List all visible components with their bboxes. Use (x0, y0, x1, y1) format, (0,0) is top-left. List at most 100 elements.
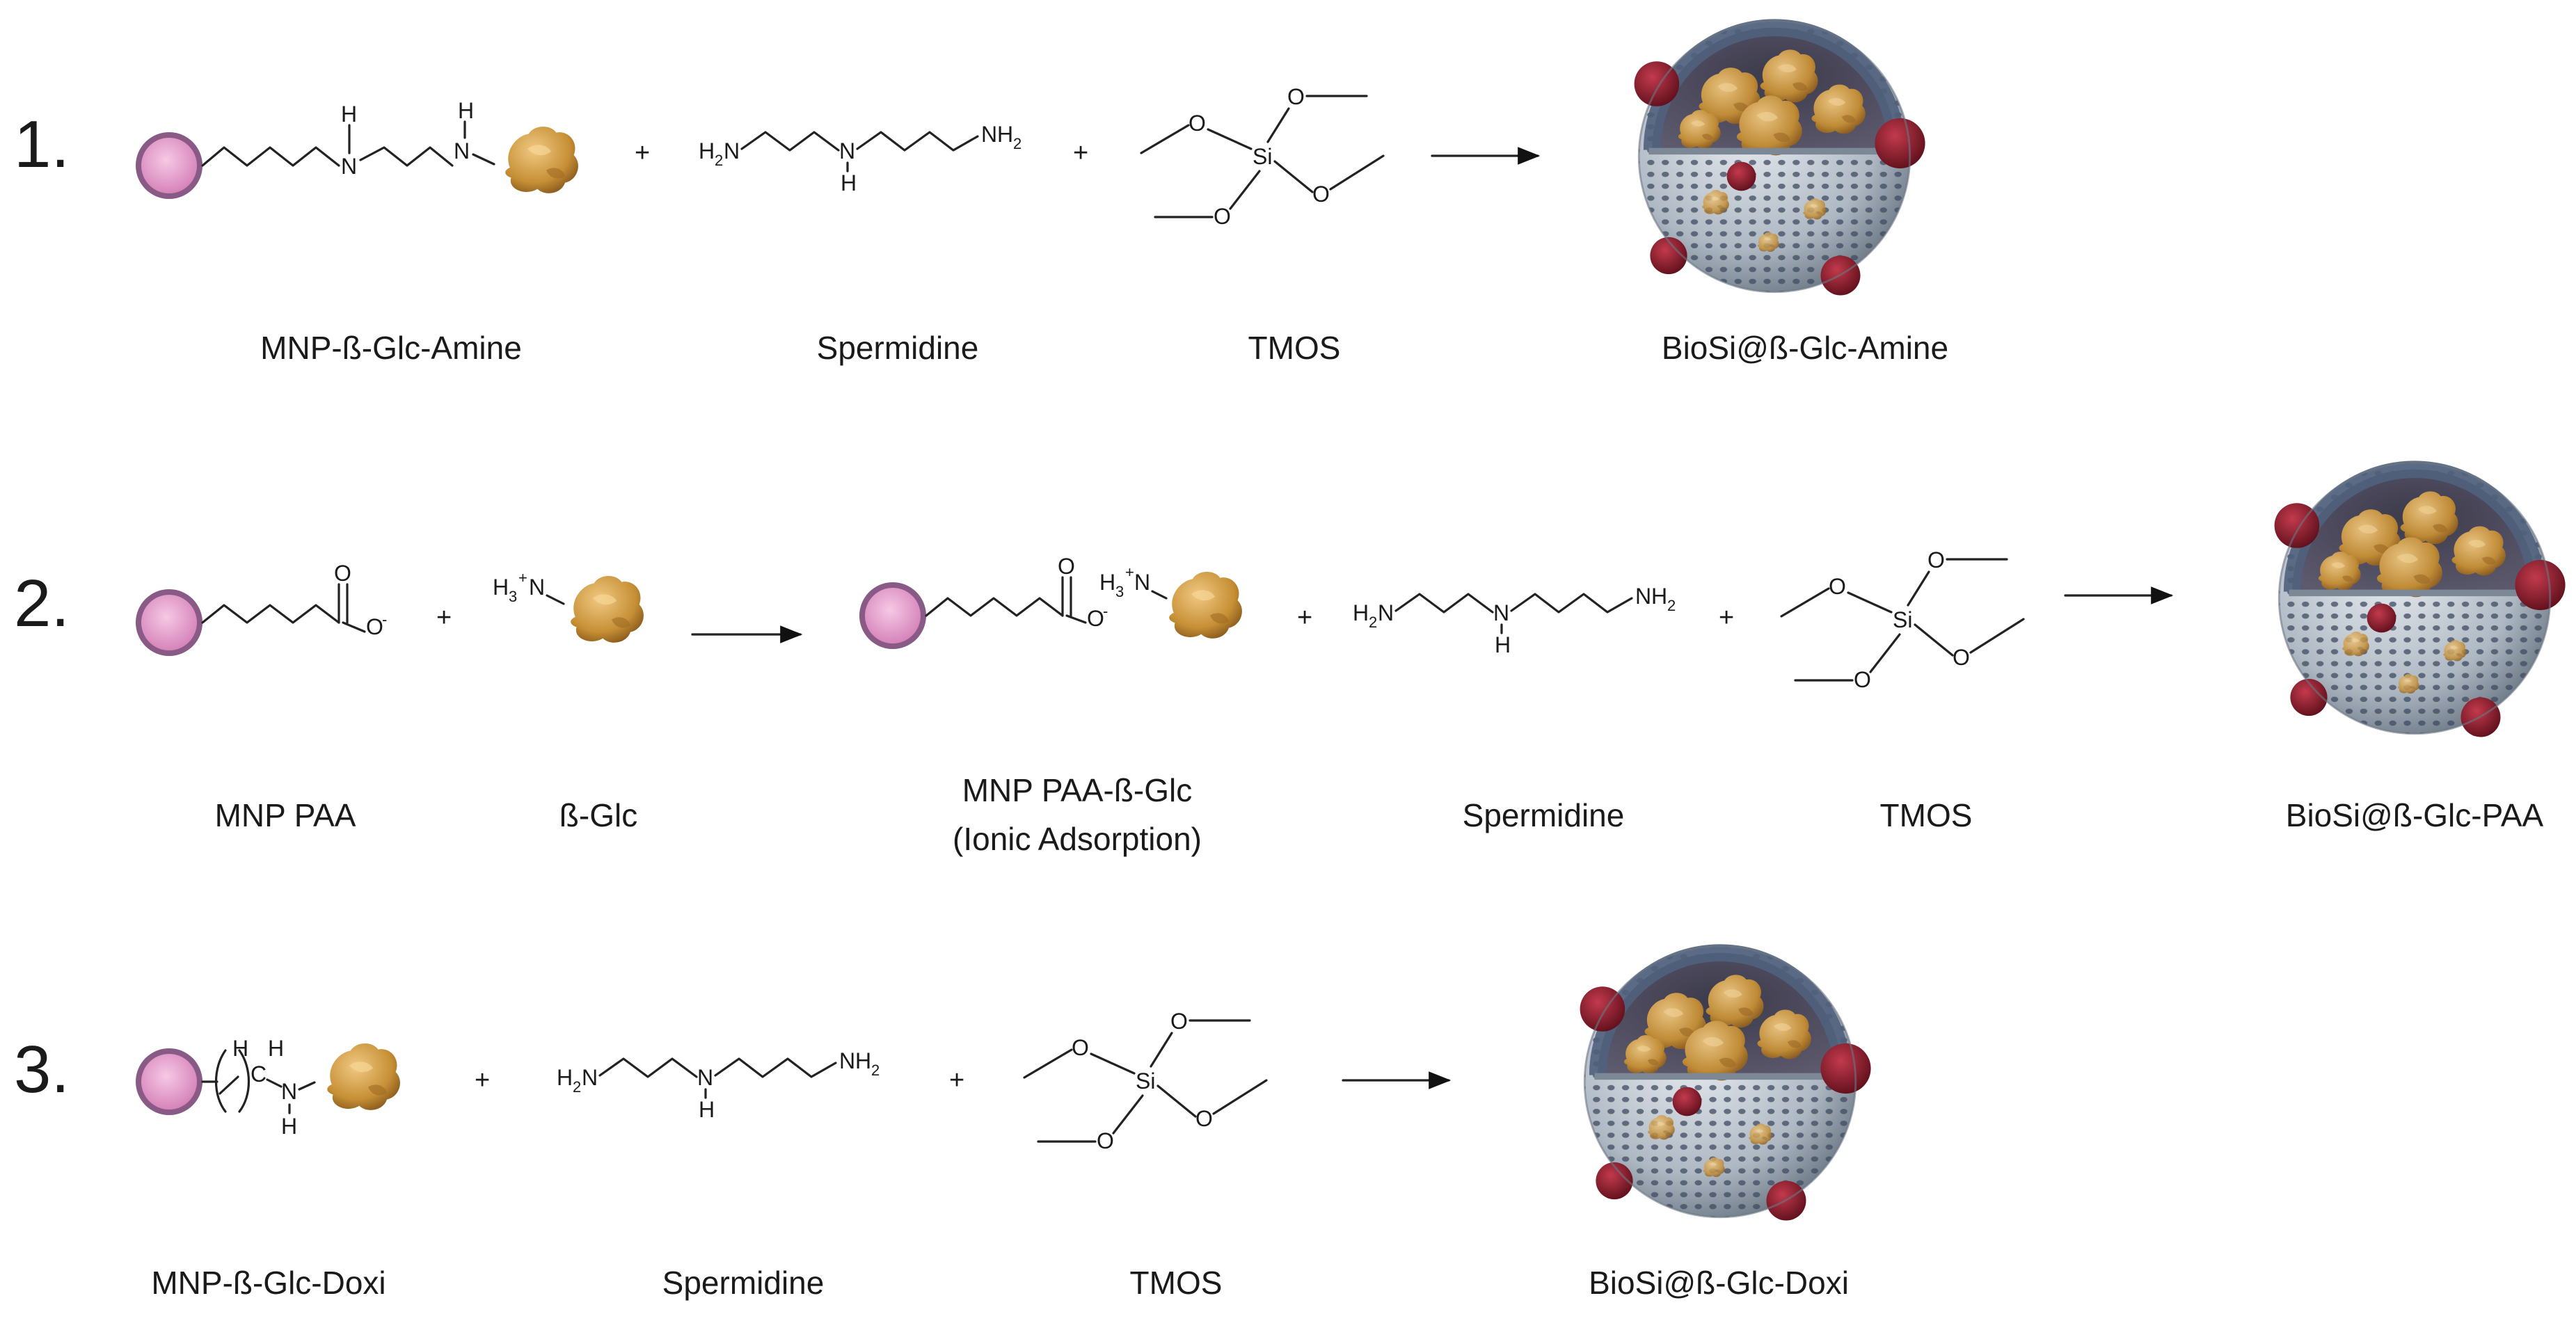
atom-n: N (981, 122, 997, 147)
glc-structure: H 3 + N (493, 569, 644, 643)
atom-o: O (334, 561, 351, 586)
charge-minus: - (382, 611, 387, 628)
nanoparticle-icon (859, 582, 926, 649)
atom-o: O (1287, 84, 1305, 109)
atom-o: O (1087, 606, 1104, 631)
subscript-3: 3 (509, 588, 517, 605)
label-tmos: TMOS (1880, 797, 1973, 833)
charge-plus: + (518, 569, 527, 586)
label-product: BioSi@ß-Glc-PAA (2286, 797, 2544, 833)
atom-h: H (855, 1048, 871, 1073)
subscript-2: 2 (715, 152, 723, 169)
spermidine-structure: H 2 N N H N H 2 (1353, 584, 1676, 657)
label-glc: ß-Glc (559, 797, 637, 833)
row-number-2: 2. (14, 566, 70, 641)
atom-o: O (1195, 1106, 1213, 1131)
subscript-2: 2 (1013, 135, 1021, 152)
row-number-1: 1. (14, 107, 70, 182)
atom-h: H (841, 170, 857, 195)
atom-n: N (1635, 584, 1651, 609)
subscript-2: 2 (1369, 614, 1377, 631)
atom-h: H (493, 575, 509, 600)
mnp-glc-doxi-structure: H H C N H (136, 1036, 400, 1139)
label-product: BioSi@ß-Glc-Doxi (1589, 1265, 1849, 1301)
subscript-3: 3 (1115, 583, 1124, 600)
subscript-2: 2 (871, 1062, 880, 1079)
atom-si: Si (1253, 144, 1272, 169)
tmos-structure: Si O O O O (1140, 84, 1385, 229)
label-spermidine: Spermidine (662, 1265, 825, 1301)
atom-n: N (1134, 570, 1150, 595)
label-spermidine: Spermidine (1463, 797, 1625, 833)
plus-sign: + (1073, 138, 1088, 168)
atom-o: O (1188, 111, 1206, 136)
atom-n: N (341, 154, 357, 179)
atom-h: H (1495, 632, 1511, 657)
plus-sign: + (436, 603, 452, 632)
charge-minus: - (1103, 602, 1108, 620)
nanoparticle-icon (136, 1048, 202, 1115)
plus-sign: + (1297, 603, 1312, 632)
row-3: 3. H H C N H + H 2 N N H (14, 946, 1871, 1301)
label-mnp-paa-glc: MNP PAA-ß-Glc (962, 772, 1193, 808)
enzyme-icon (571, 576, 644, 643)
label-mnp-glc-doxi: MNP-ß-Glc-Doxi (151, 1265, 385, 1301)
atom-h: H (557, 1065, 573, 1090)
atom-o: O (1312, 182, 1330, 207)
enzyme-icon (1169, 572, 1242, 639)
atom-n: N (839, 138, 855, 163)
tmos-structure: Si O O O O (1780, 547, 2025, 692)
atom-n: N (454, 138, 470, 163)
label-ionic-adsorption: (Ionic Adsorption) (953, 821, 1202, 857)
biosilica-capsule-image (1635, 21, 1925, 295)
enzyme-icon (505, 127, 578, 193)
atom-si: Si (1893, 607, 1912, 632)
enzyme-icon (327, 1043, 400, 1110)
spermidine-structure: H 2 N N H N H 2 (699, 122, 1021, 195)
atom-h: H (699, 1097, 715, 1122)
plus-sign: + (475, 1066, 490, 1095)
label-tmos: TMOS (1248, 330, 1341, 366)
label-mnp-glc-amine: MNP-ß-Glc-Amine (260, 330, 522, 366)
atom-o: O (1097, 1128, 1114, 1153)
atom-h: H (1353, 600, 1369, 625)
subscript-2: 2 (573, 1078, 581, 1096)
label-tmos: TMOS (1130, 1265, 1223, 1301)
atom-c: C (251, 1062, 267, 1087)
subscript-2: 2 (1667, 597, 1676, 614)
atom-h: H (232, 1036, 248, 1061)
label-mnp-paa: MNP PAA (215, 797, 356, 833)
row-1: 1. N H N H + H 2 N N H N H (14, 21, 1948, 366)
mnp-paa-structure: O O - (136, 561, 387, 656)
row-number-3: 3. (14, 1032, 70, 1107)
plus-sign: + (949, 1066, 964, 1095)
atom-o: O (1953, 645, 1970, 670)
atom-h: H (699, 138, 715, 163)
biosilica-capsule-image (2275, 463, 2566, 737)
atom-h: H (268, 1036, 284, 1061)
atom-h: H (1099, 570, 1115, 595)
atom-si: Si (1136, 1068, 1155, 1094)
atom-o: O (1927, 547, 1945, 573)
atom-n: N (529, 575, 545, 600)
plus-sign: + (635, 138, 650, 168)
atom-h: H (997, 122, 1013, 147)
atom-h: H (281, 1114, 297, 1139)
row-2: 2. O O - + H 3 + N O (14, 463, 2566, 857)
mnp-glc-amine-structure: N H N H (136, 98, 578, 199)
atom-n: N (281, 1079, 297, 1104)
atom-h: H (341, 102, 357, 127)
charge-plus: + (1125, 563, 1134, 581)
label-product: BioSi@ß-Glc-Amine (1662, 330, 1948, 366)
atom-n: N (582, 1065, 598, 1090)
atom-o: O (1854, 667, 1871, 692)
nanoparticle-icon (136, 132, 202, 199)
atom-n: N (724, 138, 740, 163)
tmos-structure: Si O O O O (1023, 1009, 1268, 1153)
biosilica-capsule-image (1580, 946, 1871, 1220)
atom-n: N (839, 1048, 855, 1073)
atom-o: O (1214, 204, 1231, 229)
mnp-paa-glc-structure: O O - H 3 + N (859, 554, 1242, 649)
atom-h: H (458, 98, 474, 123)
